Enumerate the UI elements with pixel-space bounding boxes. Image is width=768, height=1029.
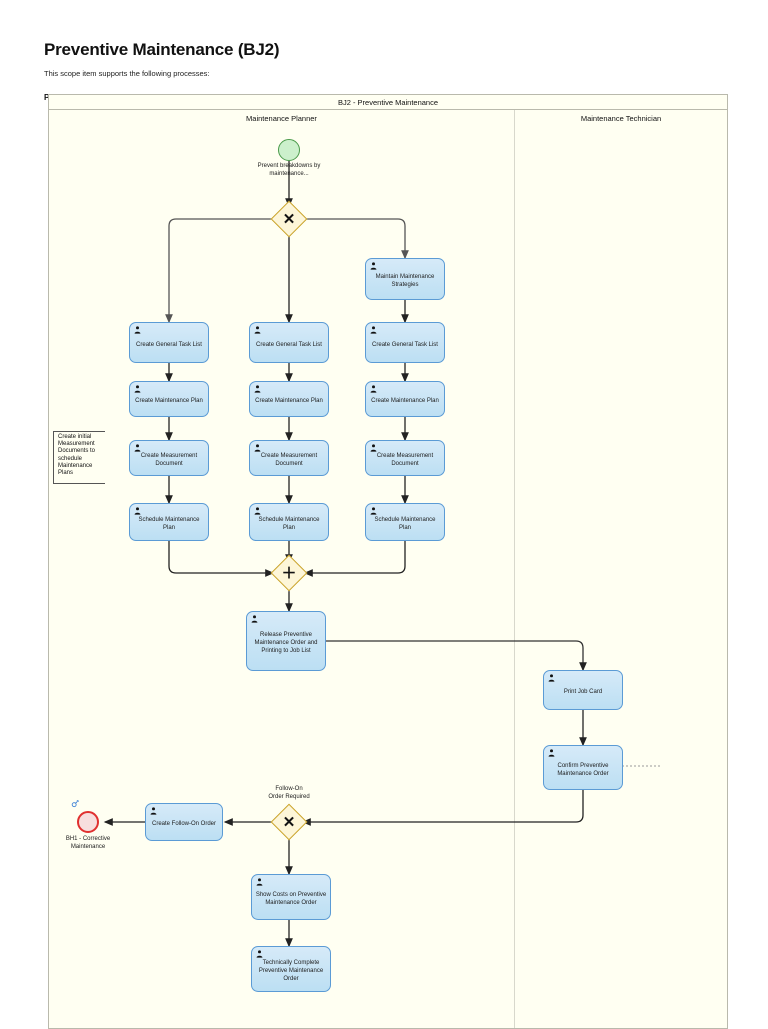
task-label: Release Preventive Maintenance Order and…	[254, 632, 318, 654]
user-task-icon	[256, 878, 263, 886]
task-label: Print Job Card	[563, 689, 603, 695]
task-create-maintenance-plan-1[interactable]: Create Maintenance Plan	[129, 381, 209, 417]
bpmn-pool: BJ2 - Preventive Maintenance Maintenance…	[48, 94, 728, 1029]
end-event-label: BH1 - Corrective Maintenance	[65, 836, 111, 850]
lane-maintenance-technician: Maintenance Technician	[515, 110, 727, 1028]
task-label: Create Measurement Document	[140, 453, 198, 467]
user-task-icon	[370, 326, 377, 334]
task-create-measurement-document-2[interactable]: Create Measurement Document	[249, 440, 329, 476]
user-task-icon	[548, 749, 555, 757]
intro-text: This scope item supports the following p…	[44, 69, 210, 78]
task-label: Schedule Maintenance Plan	[138, 517, 200, 531]
user-task-icon	[134, 444, 141, 452]
gateway-follow-on-label-line1: Follow-On	[275, 786, 303, 792]
task-technically-complete-preventive-maintenance-order[interactable]: Technically Complete Preventive Maintena…	[251, 946, 331, 992]
task-schedule-maintenance-plan-1[interactable]: Schedule Maintenance Plan	[129, 503, 209, 541]
task-label: Maintain Maintenance Strategies	[375, 274, 435, 288]
gateway-split-glyph: ✕	[282, 210, 296, 228]
task-label: Confirm Preventive Maintenance Order	[557, 762, 609, 777]
task-label: Schedule Maintenance Plan	[374, 517, 436, 531]
user-task-icon	[251, 615, 258, 623]
user-task-icon	[150, 807, 157, 815]
task-label: Show Costs on Preventive Maintenance Ord…	[255, 892, 327, 906]
user-task-icon	[548, 674, 555, 682]
user-task-icon	[256, 950, 263, 958]
text-annotation: Create initial Measurement Documents to …	[53, 431, 105, 484]
link-icon	[71, 800, 79, 808]
task-label: Create Maintenance Plan	[371, 398, 439, 404]
task-maintain-maintenance-strategies[interactable]: Maintain Maintenance Strategies	[365, 258, 445, 300]
task-create-maintenance-plan-2[interactable]: Create Maintenance Plan	[249, 381, 329, 417]
task-label: Schedule Maintenance Plan	[258, 517, 320, 531]
user-task-icon	[134, 507, 141, 515]
task-create-maintenance-plan-3[interactable]: Create Maintenance Plan	[365, 381, 445, 417]
task-label: Technically Complete Preventive Maintena…	[258, 960, 324, 982]
user-task-icon	[370, 444, 377, 452]
task-label: Create General Task List	[136, 341, 202, 348]
task-show-costs-on-preventive-maintenance-order[interactable]: Show Costs on Preventive Maintenance Ord…	[251, 874, 331, 920]
task-create-follow-on-order[interactable]: Create Follow-On Order	[145, 803, 223, 841]
pool-title: BJ2 - Preventive Maintenance	[49, 95, 727, 110]
task-create-measurement-document-1[interactable]: Create Measurement Document	[129, 440, 209, 476]
task-schedule-maintenance-plan-3[interactable]: Schedule Maintenance Plan	[365, 503, 445, 541]
user-task-icon	[370, 385, 377, 393]
gateway-join-glyph: ＋	[281, 564, 297, 582]
task-create-general-task-list-3[interactable]: Create General Task List	[365, 322, 445, 363]
task-label: Create Maintenance Plan	[135, 398, 203, 404]
task-create-general-task-list-1[interactable]: Create General Task List	[129, 322, 209, 363]
page-title: Preventive Maintenance (BJ2)	[44, 40, 280, 59]
task-label: Create Maintenance Plan	[255, 398, 323, 404]
lane-label-planner: Maintenance Planner	[246, 114, 317, 123]
document-header: Preventive Maintenance (BJ2) This scope …	[44, 40, 734, 102]
user-task-icon	[254, 385, 261, 393]
gateway-follow-on-label-line2: Order Required	[268, 794, 310, 800]
user-task-icon	[254, 326, 261, 334]
task-label: Create Follow-On Order	[151, 821, 217, 827]
user-task-icon	[254, 444, 261, 452]
user-task-icon	[134, 385, 141, 393]
user-task-icon	[370, 262, 377, 270]
task-label: Create General Task List	[372, 341, 438, 348]
task-label: Create General Task List	[256, 341, 322, 348]
task-label: Create Measurement Document	[260, 453, 318, 467]
task-label: Create Measurement Document	[376, 453, 434, 467]
user-task-icon	[134, 326, 141, 334]
lane-label-technician: Maintenance Technician	[580, 114, 662, 123]
task-schedule-maintenance-plan-2[interactable]: Schedule Maintenance Plan	[249, 503, 329, 541]
start-event-label: Prevent breakdowns by maintenance...	[257, 163, 321, 177]
gateway-follow-on-glyph: ✕	[282, 813, 296, 831]
task-create-measurement-document-3[interactable]: Create Measurement Document	[365, 440, 445, 476]
task-create-general-task-list-2[interactable]: Create General Task List	[249, 322, 329, 363]
end-event-corrective-maintenance[interactable]	[77, 811, 99, 833]
start-event[interactable]	[278, 139, 300, 161]
user-task-icon	[370, 507, 377, 515]
task-release-preventive-maintenance-order[interactable]: Release Preventive Maintenance Order and…	[246, 611, 326, 671]
task-confirm-preventive-maintenance-order[interactable]: Confirm Preventive Maintenance Order	[543, 745, 623, 790]
task-print-job-card[interactable]: Print Job Card	[543, 670, 623, 710]
user-task-icon	[254, 507, 261, 515]
